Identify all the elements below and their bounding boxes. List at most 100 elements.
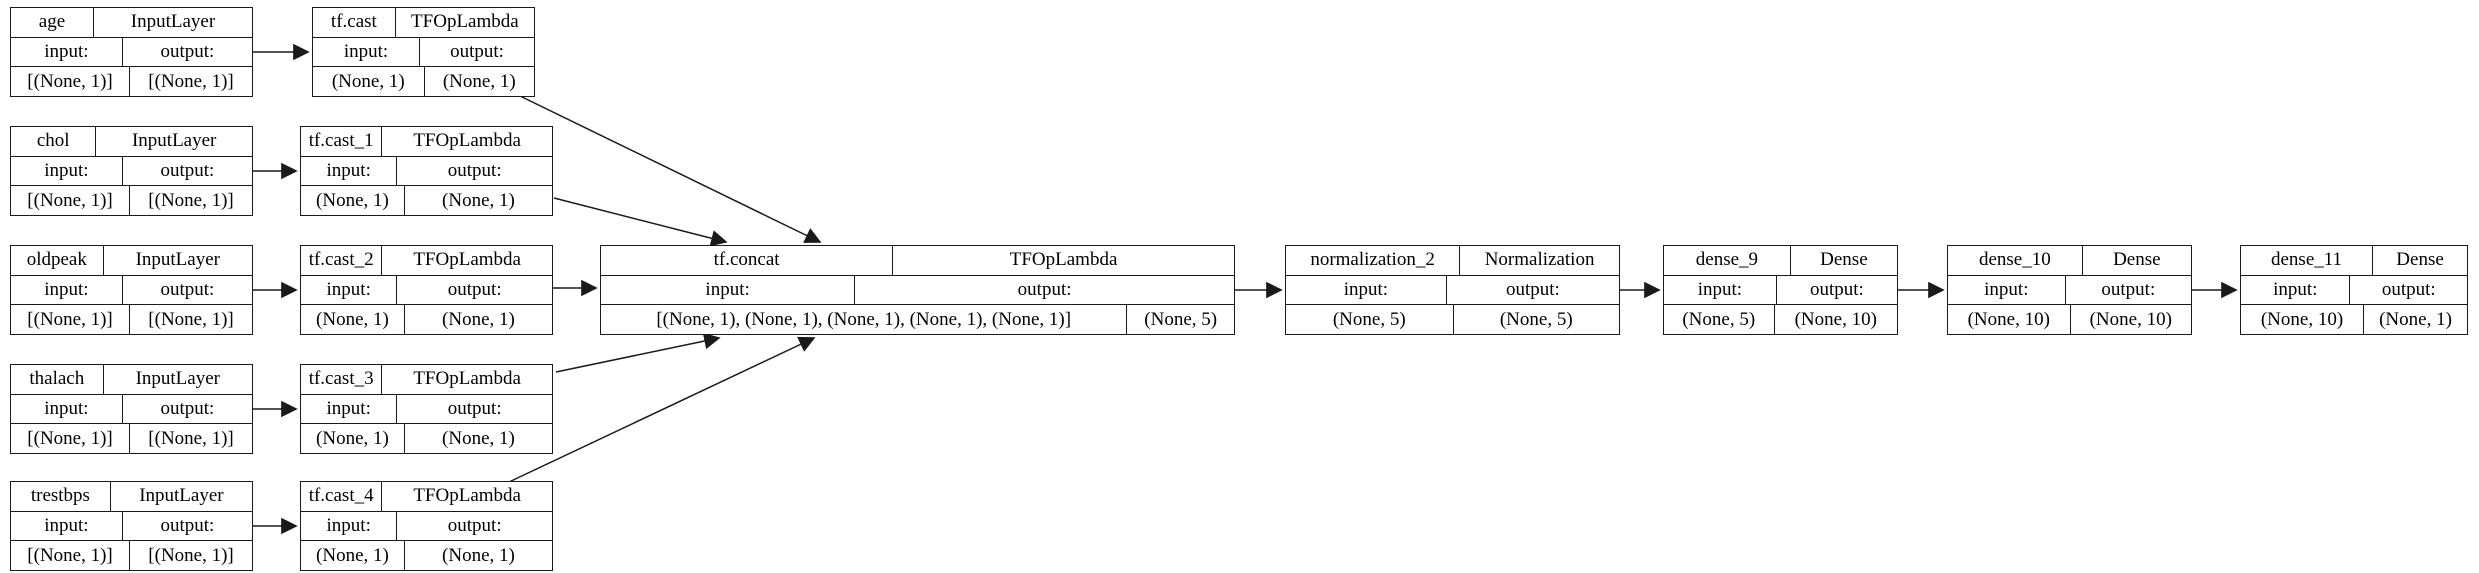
input-shape: [(None, 1)]	[27, 70, 113, 92]
output-shape: (None, 10)	[2069, 305, 2192, 335]
input-label: input:	[2273, 279, 2318, 300]
layer-name: dense_9	[1695, 249, 1759, 271]
layer-node-age: age InputLayer input: output: [(None, 1)] […	[10, 7, 253, 97]
input-label: input:	[326, 160, 371, 181]
layer-name: tf.concat	[713, 249, 780, 271]
layer-name: tf.cast	[330, 11, 377, 33]
layer-class: InputLayer	[92, 8, 252, 37]
output-shape: (None, 1)	[403, 424, 552, 454]
input-label: input:	[1697, 279, 1743, 300]
output-shape: [(None, 1)]	[129, 541, 252, 571]
layer-class: Dense	[2081, 246, 2191, 275]
input-shape: (None, 1)	[316, 427, 389, 449]
input-shape: [(None, 1)]	[27, 189, 113, 211]
output-shape: [(None, 1)]	[129, 305, 252, 335]
output-shape: [(None, 1)]	[129, 186, 252, 216]
output-shape: [(None, 1)]	[129, 67, 252, 97]
layer-class: InputLayer	[102, 246, 252, 275]
input-shape: (None, 1)	[316, 544, 389, 566]
input-shape: (None, 10)	[1967, 308, 2050, 330]
output-label: output:	[1775, 275, 1897, 305]
input-shape: [(None, 1)]	[27, 544, 113, 566]
output-shape: (None, 1)	[403, 305, 552, 335]
layer-name: dense_10	[1978, 249, 2051, 271]
edge-cast1-to-concat	[553, 197, 728, 247]
output-label: output:	[396, 275, 552, 305]
output-label: output:	[396, 156, 552, 186]
output-shape: (None, 1)	[423, 67, 535, 97]
output-label: output:	[121, 511, 252, 541]
layer-node-thalach: thalach InputLayer input: output: [(None, …	[10, 364, 253, 454]
edge-cast3-to-concat	[555, 332, 721, 373]
input-label: input:	[44, 398, 89, 419]
output-shape: [(None, 1)]	[129, 424, 252, 454]
input-label: input:	[326, 398, 371, 419]
output-label: output:	[1445, 275, 1619, 305]
input-shape: [(None, 1)]	[27, 427, 113, 449]
layer-name: tf.cast_2	[308, 249, 374, 271]
layer-name: tf.cast_3	[308, 368, 374, 390]
layer-name: age	[38, 11, 66, 33]
input-label: input:	[343, 41, 389, 62]
input-shape: [(None, 1)]	[27, 308, 113, 330]
output-shape: (None, 5)	[1452, 305, 1620, 335]
input-label: input:	[44, 160, 89, 181]
input-label: input:	[1984, 279, 2029, 300]
output-label: output:	[396, 511, 552, 541]
layer-node-tf-cast-4: tf.cast_4 TFOpLambda input: output: (None,…	[300, 481, 553, 571]
input-label: input:	[1343, 279, 1389, 300]
output-shape: (None, 5)	[1126, 305, 1234, 335]
input-label: input:	[705, 279, 750, 300]
layer-node-oldpeak: oldpeak InputLayer input: output: [(None, …	[10, 245, 253, 335]
layer-class: InputLayer	[109, 482, 252, 511]
layer-class: TFOpLambda	[381, 246, 552, 275]
input-shape: (None, 1)	[316, 308, 389, 330]
output-label: output:	[854, 275, 1234, 305]
layer-class: TFOpLambda	[394, 8, 534, 37]
layer-node-tf-cast-1: tf.cast_1 TFOpLambda input: output: (None,…	[300, 126, 553, 216]
layer-name: tf.cast_1	[308, 130, 374, 152]
edge-cast4-to-concat	[508, 336, 816, 483]
input-label: input:	[44, 279, 89, 300]
output-shape: (None, 1)	[2363, 305, 2467, 335]
layer-name: oldpeak	[26, 249, 87, 271]
layer-name: dense_11	[2271, 249, 2343, 271]
output-shape: (None, 10)	[1773, 305, 1898, 335]
input-shape: (None, 1)	[331, 70, 405, 92]
output-label: output:	[121, 37, 252, 67]
layer-class: Dense	[1789, 246, 1897, 275]
output-shape: (None, 1)	[403, 186, 552, 216]
layer-class: InputLayer	[102, 365, 252, 394]
layer-node-normalization-2: normalization_2 Normalization input: outpu…	[1285, 245, 1620, 335]
input-shape: (None, 10)	[2260, 308, 2344, 330]
output-label: output:	[121, 394, 252, 424]
input-label: input:	[326, 515, 371, 536]
input-label: input:	[326, 279, 371, 300]
output-shape: (None, 1)	[403, 541, 552, 571]
layer-class: Dense	[2372, 246, 2467, 275]
edge-cast-to-concat	[519, 95, 822, 243]
layer-class: TFOpLambda	[892, 246, 1234, 275]
layer-name: chol	[36, 130, 70, 152]
layer-name: thalach	[29, 368, 85, 390]
layer-node-tf-concat: tf.concat TFOpLambda input: output: [(None…	[600, 245, 1235, 335]
layer-class: InputLayer	[95, 127, 252, 156]
layer-node-dense-11: dense_11 Dense input: output: (None, 10) (N…	[2240, 245, 2468, 335]
input-label: input:	[44, 41, 89, 62]
output-label: output:	[121, 275, 252, 305]
output-label: output:	[2349, 275, 2467, 305]
layer-name: trestbps	[30, 485, 90, 507]
layer-node-tf-cast-2: tf.cast_2 TFOpLambda input: output: (None,…	[300, 245, 553, 335]
layer-name: tf.cast_4	[308, 485, 374, 507]
layer-class: Normalization	[1459, 246, 1619, 275]
input-shape: [(None, 1), (None, 1), (None, 1), (None,…	[656, 308, 1072, 330]
output-label: output:	[121, 156, 252, 186]
layer-name: normalization_2	[1310, 249, 1435, 271]
layer-class: TFOpLambda	[381, 127, 552, 156]
layer-class: TFOpLambda	[381, 482, 552, 511]
